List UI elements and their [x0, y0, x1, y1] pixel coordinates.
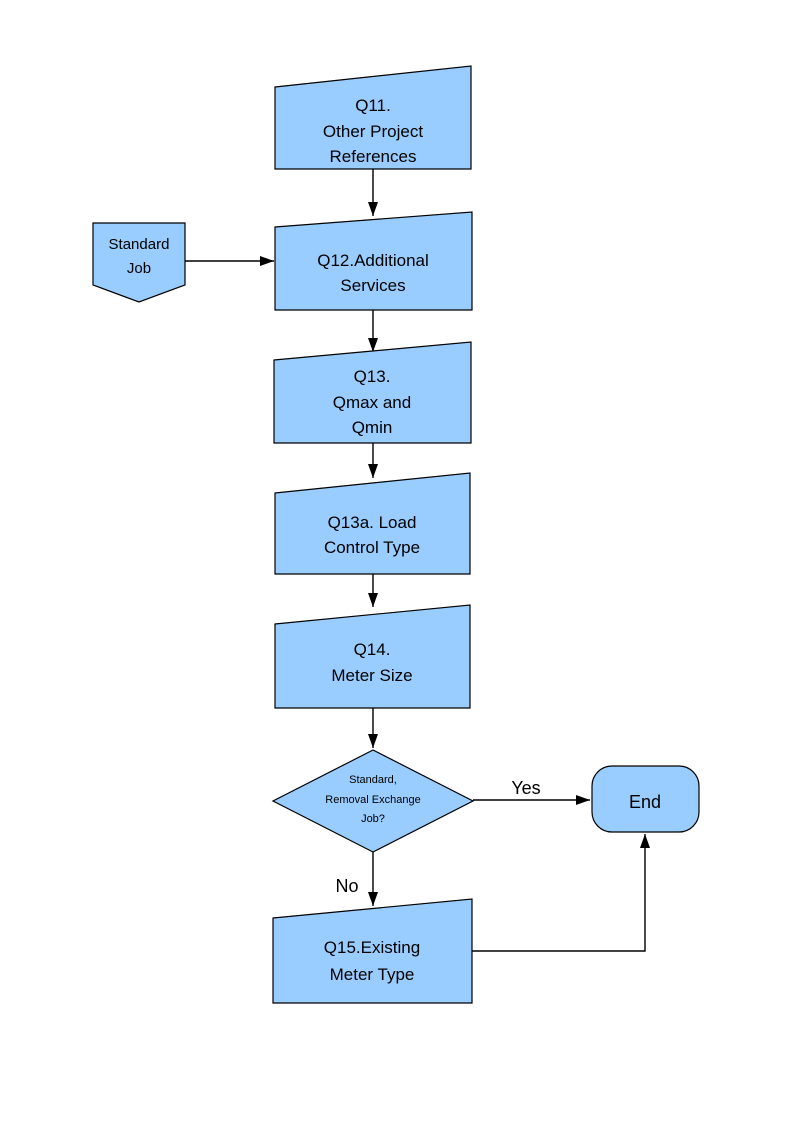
q11-label-line-1: Q11.	[355, 96, 391, 115]
q11-label-line-3: References	[330, 147, 417, 166]
q13-label-line-3: Qmin	[352, 418, 393, 437]
q11-node	[274, 65, 472, 170]
standard-job-label-line-2: Job	[127, 260, 151, 277]
q13-node	[273, 341, 472, 444]
decision-label-line-1: Standard,	[349, 774, 397, 786]
end-node	[591, 765, 700, 833]
q13-label-line-1: Q13.	[354, 367, 391, 386]
decision-label-line-2: Removal Exchange	[325, 794, 420, 806]
q14-node	[274, 604, 471, 709]
q14-label-line-2: Meter Size	[331, 666, 412, 685]
q15-label-line-2: Meter Type	[330, 965, 415, 984]
decision-label-line-3: Job?	[361, 813, 385, 825]
q13-label-line-2: Qmax and	[333, 393, 411, 412]
end-label: End	[629, 792, 661, 812]
q11-label-line-2: Other Project	[323, 122, 423, 141]
connector-q15-end	[472, 834, 650, 952]
q14-label-line-1: Q14.	[354, 640, 391, 659]
q15-label-line-1: Q15.Existing	[324, 938, 420, 957]
q15-node	[272, 898, 473, 1004]
no-edge-label: No	[335, 876, 358, 896]
q12-node	[274, 211, 473, 311]
q12-label-line-1: Q12.Additional	[317, 251, 429, 270]
decision-node	[271, 749, 475, 853]
q13a-node	[274, 472, 471, 575]
yes-edge-label: Yes	[511, 778, 540, 798]
q13a-label-line-1: Q13a. Load	[328, 513, 417, 532]
q13a-label-line-2: Control Type	[324, 538, 420, 557]
standard-job-node	[92, 222, 186, 303]
standard-job-label-line-1: Standard	[109, 236, 170, 253]
q12-label-line-2: Services	[340, 276, 405, 295]
